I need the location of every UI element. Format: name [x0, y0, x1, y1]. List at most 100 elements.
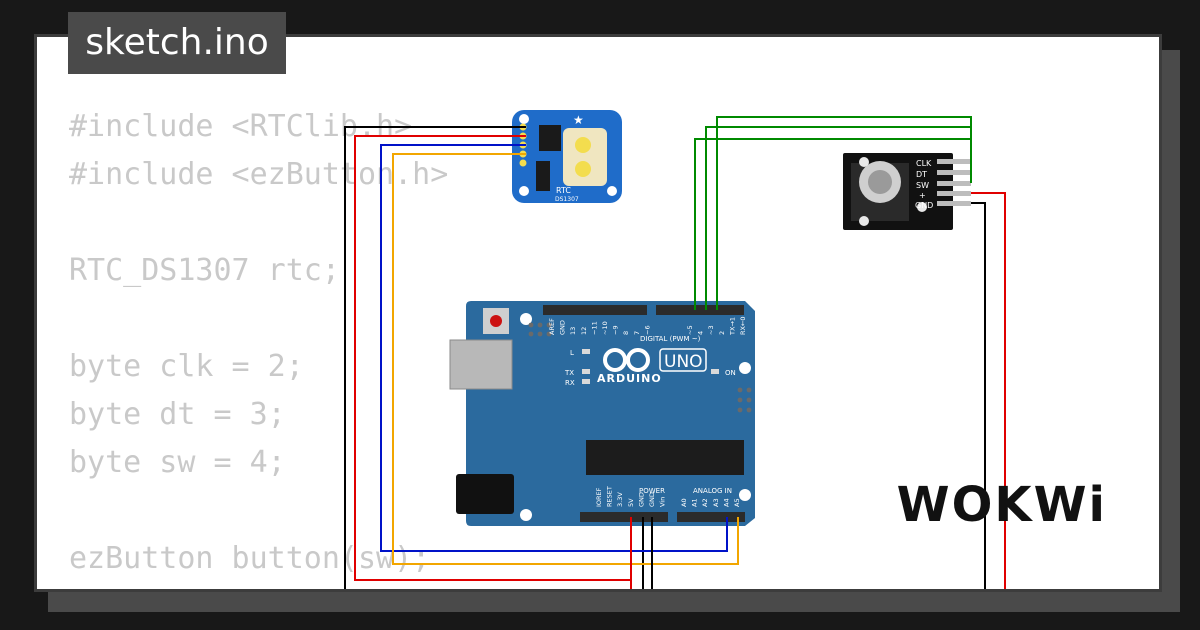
arduino-mount-hole: [520, 509, 532, 521]
wire-encoder-vcc[interactable]: [971, 192, 1006, 592]
analog-label: ANALOG IN: [693, 487, 732, 495]
analog-pin-label: A4: [722, 498, 730, 507]
power-pin-label: RESET: [606, 486, 614, 507]
digital-header-left: [543, 305, 647, 315]
code-line: byte dt = 3;: [69, 397, 286, 432]
power-pin-label: GND: [637, 492, 645, 507]
rtc-pin-sq[interactable]: [519, 159, 527, 167]
arduino-mount-hole: [739, 489, 751, 501]
encoder-pin-label: SW: [916, 181, 929, 190]
analog-pin-label: A2: [701, 498, 709, 507]
rtc-mount-hole: [519, 114, 529, 124]
led-label: TX: [564, 369, 574, 377]
sketch-title: sketch.ino: [68, 12, 286, 74]
rtc-crystal: [536, 161, 550, 191]
rtc-mount-hole: [519, 186, 529, 196]
usb-port: [449, 339, 513, 390]
coin-cell-contact: [575, 137, 591, 153]
encoder-pin-dt[interactable]: [937, 170, 971, 175]
wokwi-logo: WOKWi: [896, 477, 1107, 533]
encoder-mount-hole: [859, 157, 869, 167]
encoder-pin-clk[interactable]: [937, 159, 971, 164]
digital-pin-label: 13: [569, 327, 577, 335]
icsp-header-2: [737, 387, 752, 413]
digital-pin-label: GND: [559, 320, 567, 335]
power-pin-label: 3.3V: [616, 492, 624, 507]
star-logo-icon: ★: [573, 113, 584, 127]
code-line: byte sw = 4;: [69, 445, 286, 480]
power-pin-label: IOREF: [595, 487, 603, 507]
digital-pin-label: ~6: [643, 325, 651, 335]
rotary-encoder-module[interactable]: CLK DT SW + GND: [843, 153, 971, 230]
digital-pin-label: ~5: [686, 325, 694, 335]
code-line: ezButton button(sw);: [69, 541, 431, 576]
rtc-module[interactable]: ★ RTC DS1307: [512, 110, 622, 203]
coin-cell-holder: [563, 128, 607, 186]
encoder-mount-hole: [917, 202, 927, 212]
rtc-chip-label: DS1307: [555, 196, 579, 203]
digital-pin-label: TX→1: [728, 317, 736, 336]
icsp-header: [528, 322, 552, 337]
wire-rtc-sda[interactable]: [380, 144, 728, 552]
power-jack: [456, 474, 514, 514]
digital-pin-label: 2: [718, 331, 726, 335]
analog-header: [677, 512, 745, 522]
wires: [344, 116, 1006, 592]
uno-badge: [659, 348, 707, 372]
power-label: POWER: [639, 487, 665, 495]
led-label: ON: [725, 369, 736, 377]
digital-pin-label: ~11: [590, 321, 598, 335]
wire-rtc-scl[interactable]: [392, 153, 739, 565]
power-header: [580, 512, 668, 522]
encoder-mount-hole: [859, 216, 869, 226]
arduino-mount-hole: [739, 362, 751, 374]
arduino-model: UNO: [664, 352, 703, 372]
encoder-pin-vcc[interactable]: [937, 191, 971, 196]
code-line: byte clk = 2;: [69, 349, 304, 384]
led-label: L: [570, 349, 574, 357]
arduino-infinity-logo-icon: [603, 348, 650, 372]
coin-cell-contact: [575, 161, 591, 177]
digital-pin-label: 4: [697, 331, 705, 335]
encoder-pin-label: DT: [916, 170, 927, 179]
power-pin-label: 5V: [627, 498, 635, 507]
atmega-chip: [586, 440, 744, 475]
encoder-pin-label: CLK: [916, 159, 932, 168]
wire-encoder-sw[interactable]: [694, 138, 972, 310]
encoder-header-pins: [937, 159, 971, 206]
digital-pin-label: ~9: [612, 325, 620, 335]
rtc-chip: [539, 125, 561, 151]
status-leds: [582, 349, 719, 384]
arduino-mount-hole: [520, 313, 532, 325]
digital-header-right: [656, 305, 744, 315]
encoder-pin-sw[interactable]: [937, 181, 971, 186]
code-line: #include <ezButton.h>: [69, 157, 449, 192]
encoder-pin-gnd[interactable]: [937, 201, 971, 206]
encoder-pin-label: +: [919, 191, 926, 200]
code-preview: #include <RTClib.h>#include <ezButton.h>…: [69, 103, 448, 583]
arduino-brand: ARDUINO: [597, 372, 662, 385]
power-pin-label: Vin: [659, 497, 667, 507]
digital-pin-label: 8: [622, 331, 630, 335]
analog-pin-label: A0: [680, 498, 688, 507]
led-label: RX: [565, 379, 575, 387]
digital-pin-label: ~3: [707, 325, 715, 335]
code-line: RTC_DS1307 rtc;: [69, 253, 340, 288]
analog-pin-label: A3: [712, 498, 720, 507]
digital-pin-label: RX←0: [739, 316, 747, 335]
arduino-uno-board[interactable]: ARDUINO UNO DIGITAL (PWM ~) POWER ANALOG…: [449, 301, 755, 526]
digital-pin-label: ~10: [601, 321, 609, 335]
wire-rtc-gnd[interactable]: [344, 126, 644, 590]
rtc-mount-hole: [607, 186, 617, 196]
analog-pin-label: A1: [691, 498, 699, 507]
wire-encoder-gnd[interactable]: [971, 202, 986, 592]
preview-card: #include <RTClib.h>#include <ezButton.h>…: [34, 34, 1162, 592]
power-pin-label: GND: [648, 492, 656, 507]
digital-pin-label: 7: [633, 331, 641, 335]
analog-pin-label: A5: [733, 498, 741, 507]
digital-pin-label: 12: [580, 327, 588, 335]
circuit-diagram: ★ RTC DS1307 CLK DT SW +: [344, 110, 1006, 592]
reset-button[interactable]: [490, 315, 502, 327]
digital-header-label: DIGITAL (PWM ~): [640, 335, 701, 343]
encoder-shaft: [868, 170, 892, 194]
